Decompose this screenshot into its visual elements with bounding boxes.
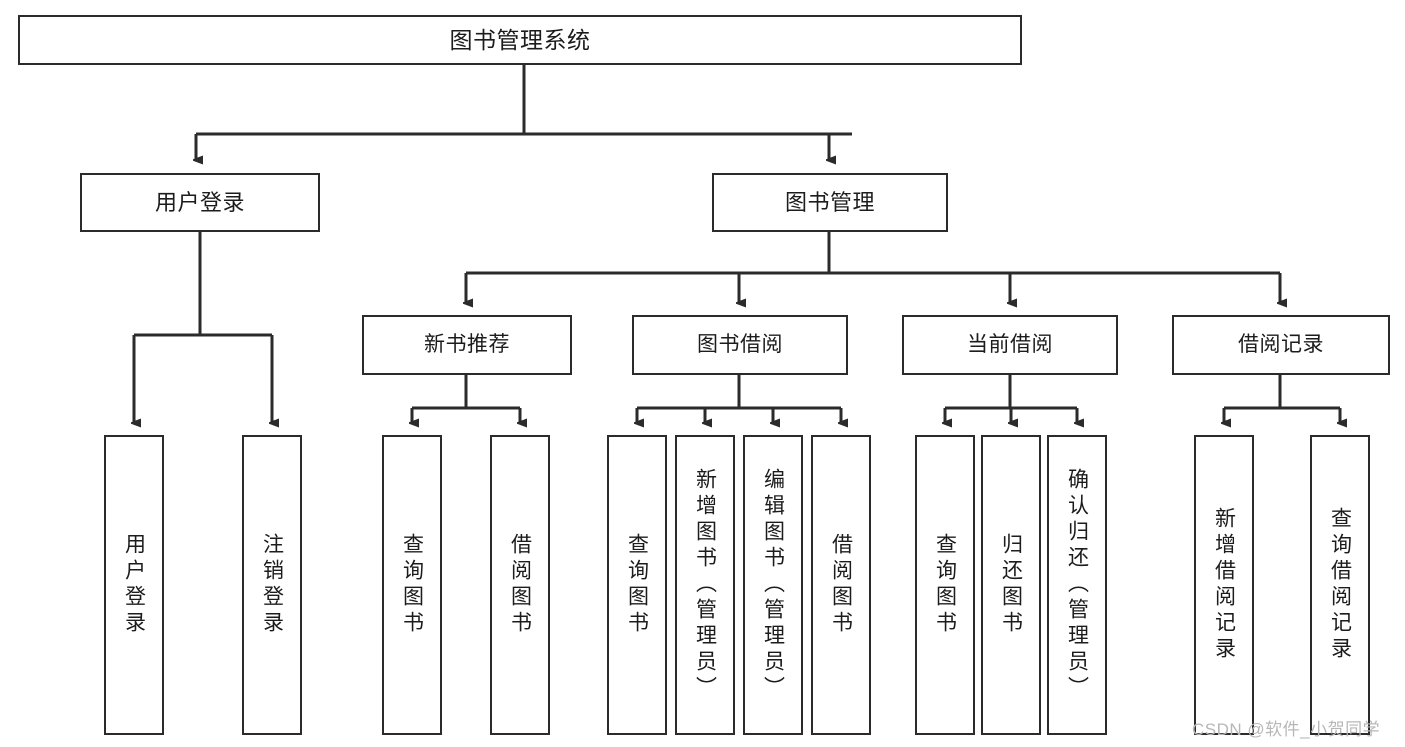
node-book-borrow[interactable]: 图书借阅 [632,315,848,375]
leaf-user-login-logout[interactable]: 注销登录 [242,435,302,735]
csdn-watermark: CSDN @软件_小贺同学 [1192,720,1381,739]
leaf-new-book-query[interactable]: 查询图书 [382,435,442,735]
leaf-current-borrow-confirm-return[interactable]: 确认归还（管理员） [1047,435,1107,735]
node-current-borrow-label: 当前借阅 [967,332,1053,356]
leaf-book-borrow-query[interactable]: 查询图书 [607,435,667,735]
leaf-current-borrow-return-label: 归还图书 [999,533,1023,637]
node-new-book-recommend-label: 新书推荐 [424,332,510,356]
leaf-new-book-query-label: 查询图书 [400,533,424,637]
leaf-book-borrow-query-label: 查询图书 [625,533,649,637]
leaf-current-borrow-return[interactable]: 归还图书 [981,435,1041,735]
node-book-management-label: 图书管理 [784,189,875,215]
leaf-user-login-login-label: 用户登录 [122,533,146,637]
node-root[interactable]: 图书管理系统 [18,15,1022,65]
leaf-new-book-borrow[interactable]: 借阅图书 [490,435,550,735]
leaf-borrow-record-add[interactable]: 新增借阅记录 [1194,435,1254,735]
leaf-book-borrow-borrow-label: 借阅图书 [829,533,853,637]
leaf-borrow-record-add-label: 新增借阅记录 [1212,507,1236,663]
leaf-new-book-borrow-label: 借阅图书 [508,533,532,637]
leaf-borrow-record-query-label: 查询借阅记录 [1328,507,1352,663]
node-root-label: 图书管理系统 [449,26,591,53]
leaf-current-borrow-query-label: 查询图书 [933,533,957,637]
leaf-book-borrow-borrow[interactable]: 借阅图书 [811,435,871,735]
leaf-book-borrow-edit[interactable]: 编辑图书（管理员） [743,435,803,735]
leaf-borrow-record-query[interactable]: 查询借阅记录 [1310,435,1370,735]
leaf-book-borrow-edit-label: 编辑图书（管理员） [761,468,785,702]
leaf-book-borrow-add-label: 新增图书（管理员） [693,468,717,702]
node-new-book-recommend[interactable]: 新书推荐 [362,315,572,375]
node-book-borrow-label: 图书借阅 [697,332,783,356]
node-current-borrow[interactable]: 当前借阅 [902,315,1118,375]
node-user-login-label: 用户登录 [154,189,245,215]
node-book-management[interactable]: 图书管理 [712,173,948,232]
node-borrow-record-label: 借阅记录 [1238,332,1324,356]
leaf-user-login-login[interactable]: 用户登录 [104,435,164,735]
leaf-current-borrow-query[interactable]: 查询图书 [915,435,975,735]
leaf-book-borrow-add[interactable]: 新增图书（管理员） [675,435,735,735]
leaf-user-login-logout-label: 注销登录 [260,533,284,637]
node-borrow-record[interactable]: 借阅记录 [1172,315,1390,375]
node-user-login[interactable]: 用户登录 [80,173,320,232]
leaf-current-borrow-confirm-return-label: 确认归还（管理员） [1065,468,1089,702]
